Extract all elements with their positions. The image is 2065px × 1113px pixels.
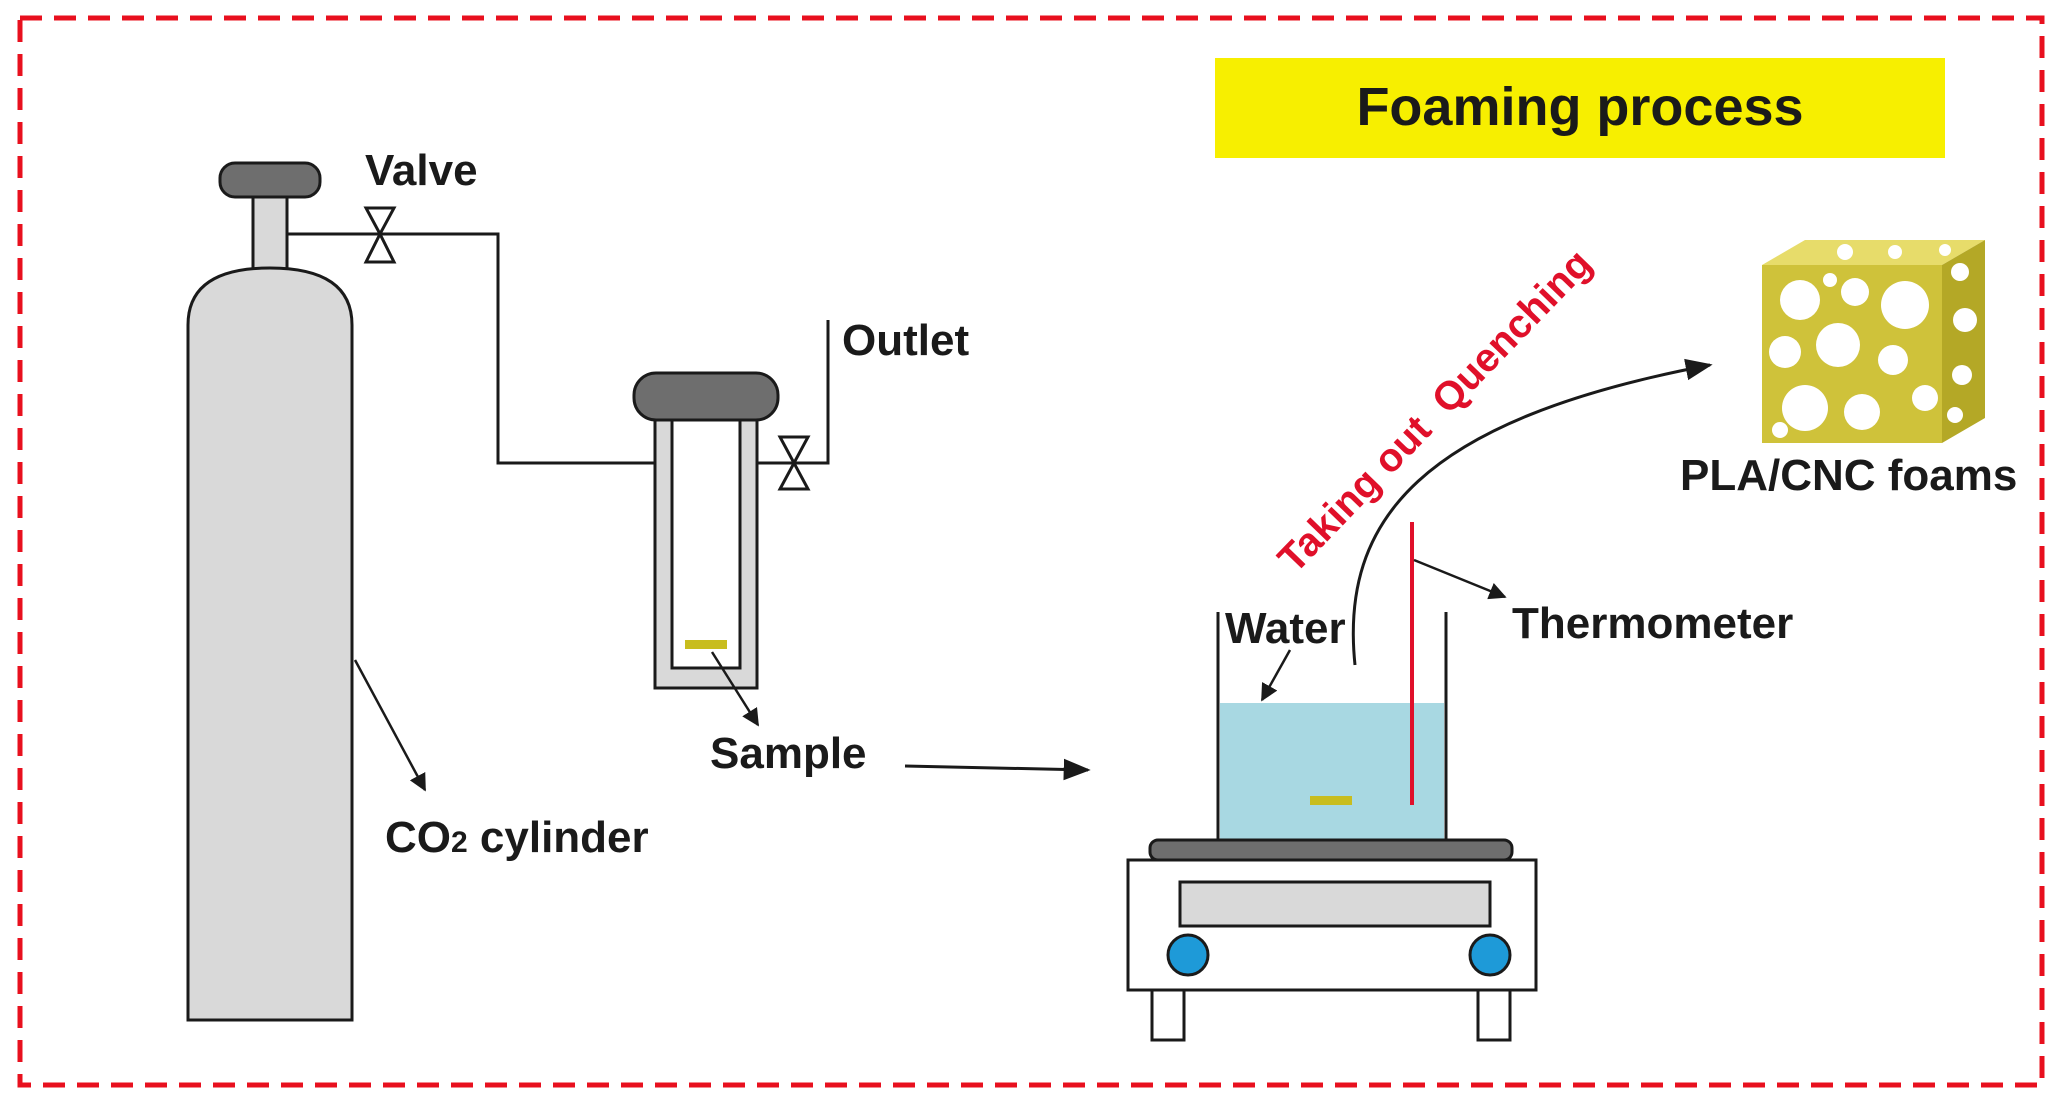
taking-out-arrow	[1351, 358, 1713, 666]
sample-pointer-arrow	[710, 651, 760, 727]
dashed-frame	[17, 15, 2045, 1088]
sample-in-vessel	[685, 640, 727, 649]
outlet-pipe	[757, 320, 830, 465]
co2-cylinder	[186, 161, 354, 1022]
pressure-vessel	[632, 371, 780, 690]
thermometer-pointer-arrow	[1413, 558, 1507, 600]
outlet-label: Outlet	[842, 316, 969, 365]
hot-plate	[1126, 838, 1538, 1042]
water	[1220, 703, 1444, 840]
title: Foaming process	[1356, 77, 1803, 137]
outlet-valve-icon	[777, 435, 811, 491]
left-knob	[1166, 933, 1210, 977]
foams-label: PLA/CNC foams	[1680, 451, 2017, 500]
gas-pipe	[287, 232, 655, 465]
sample-in-water	[1310, 796, 1352, 805]
right-knob	[1468, 933, 1512, 977]
sample-label: Sample	[710, 729, 867, 778]
water-label: Water	[1225, 604, 1346, 653]
valve-icon	[363, 206, 397, 264]
title-banner	[1215, 58, 1945, 158]
foam-cube-icon	[1762, 240, 1985, 443]
transfer-arrow	[904, 758, 1091, 781]
water-pointer-arrow	[1260, 649, 1292, 702]
co2-cylinder-label: CO2 cylinder	[385, 813, 649, 862]
thermometer-label: Thermometer	[1512, 599, 1793, 648]
valve-label: Valve	[365, 146, 478, 195]
co2-pointer-arrow	[353, 659, 427, 792]
taking-out-quenching-label: Taking outQuenching	[1270, 241, 1600, 581]
